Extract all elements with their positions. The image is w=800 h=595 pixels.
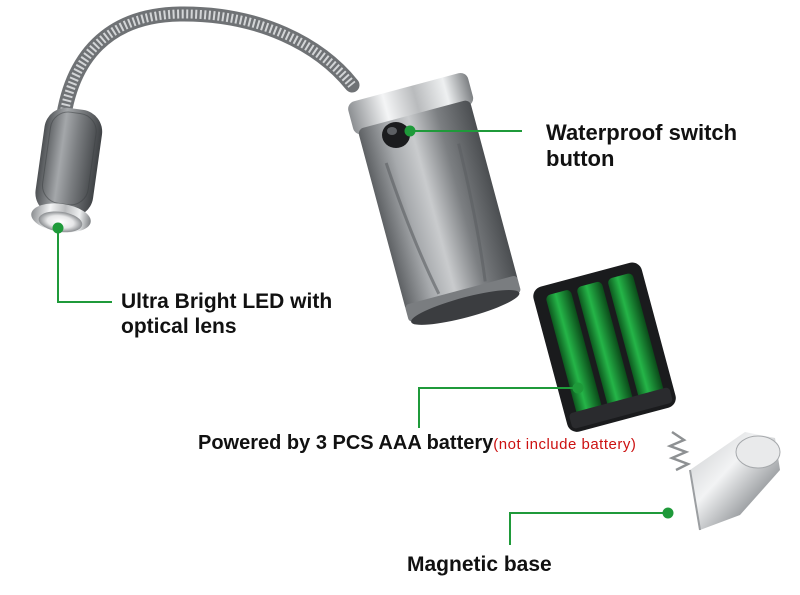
battery-callout-label: Powered by 3 PCS AAA battery(not include… [198, 432, 636, 456]
switch-label-line1: Waterproof switch [546, 120, 738, 145]
gooseneck [54, 6, 360, 136]
led-label-line1: Ultra Bright LED with [121, 290, 333, 313]
led-callout-label: Ultra Bright LED with optical lens [121, 290, 421, 340]
callout-lines [52, 125, 674, 545]
battery-label-main: Powered by 3 PCS AAA battery [198, 432, 494, 454]
led-label-line2: optical lens [121, 314, 237, 338]
switch-label-line2: button [546, 145, 615, 171]
flashlight-tube [348, 72, 521, 325]
battery-label-note: (not include battery) [493, 436, 637, 453]
switch-button [382, 122, 410, 148]
magnetic-base [689, 432, 781, 531]
spring [666, 430, 692, 472]
led-head [31, 107, 103, 233]
battery-holder [533, 262, 676, 432]
base-callout-label: Magnetic base [407, 553, 552, 576]
switch-callout-label: Waterproof switch button [546, 120, 786, 172]
